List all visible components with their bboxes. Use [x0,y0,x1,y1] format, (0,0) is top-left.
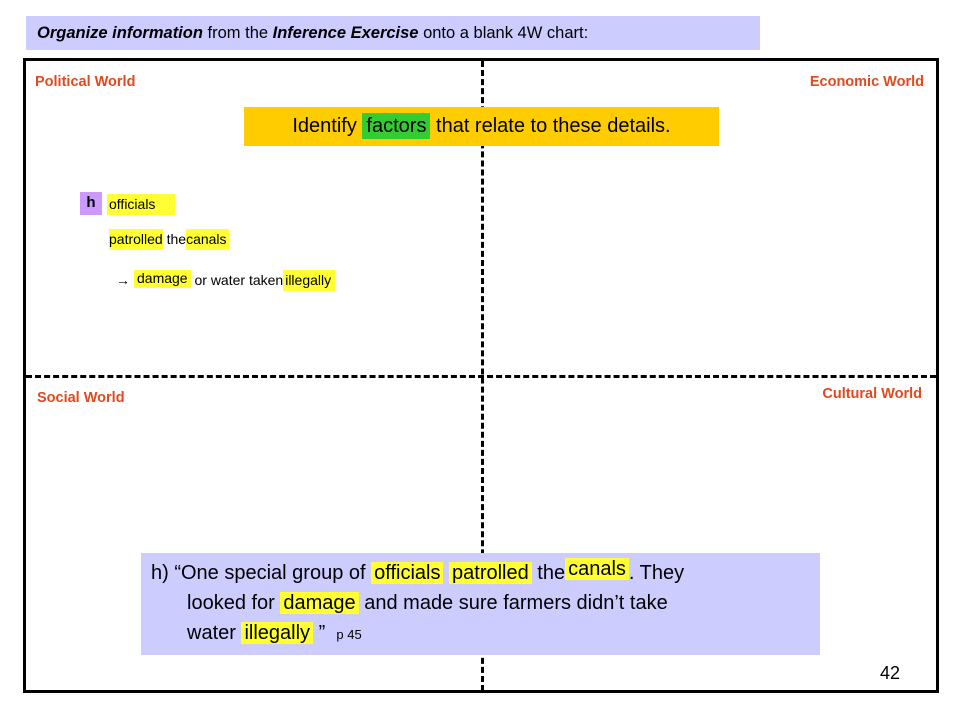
note-the: the [162,231,187,247]
instruction-banner: Organize information from the Inference … [26,16,760,50]
note-or-water-taken: or water taken [190,272,284,288]
note-canals: canals [186,229,229,250]
quote-line-2: looked for damage and made sure farmers … [187,592,668,615]
instruction-text-2: onto a blank 4W chart: [418,24,589,42]
note-officials: officials [107,194,175,215]
instruction-bold-2: Inference Exercise [272,24,419,42]
quote-the: the [537,562,566,584]
quote-box: h) “One special group of officials patro… [141,553,820,655]
banner-highlight: factors [362,113,431,139]
quote-line-3: water illegally ” p 45 [187,622,362,645]
quote-canals: canals [565,558,629,580]
quote-text-3a: water [187,622,242,644]
banner-pre: Identify [292,115,363,137]
quote-text-1a: h) “One special group of [151,562,372,584]
horizontal-divider [26,375,936,378]
arrow-right-icon: → [116,272,130,288]
quote-text-2a: looked for [187,592,281,614]
instruction-text-1: from the [202,24,273,42]
slide-number: 42 [880,663,901,683]
quote-officials: officials [371,562,444,584]
quote-page-ref: p 45 [336,627,362,642]
quadrant-label-social: Social World [37,390,125,406]
instruction-bold-1: Organize information [37,24,203,42]
banner-post: that relate to these details. [430,115,671,137]
quote-text-3b: ” [313,622,326,644]
identify-factors-banner: Identify factors that relate to these de… [244,107,719,146]
quote-line-1: h) “One special group of officials patro… [151,558,685,585]
quadrant-label-cultural: Cultural World [822,386,922,402]
quote-illegally: illegally [241,622,314,644]
quote-text-1b: . They [628,562,685,584]
quote-patrolled: patrolled [449,562,532,584]
four-w-chart-frame [23,58,939,693]
note-line-patrolled: patrolled thecanals [109,229,229,250]
note-damage: damage [134,270,191,288]
note-tag: h [80,192,102,215]
quadrant-label-economic: Economic World [809,74,924,90]
note-illegally: illegally [283,270,336,291]
quadrant-label-political: Political World [35,74,136,90]
note-patrolled: patrolled [109,229,163,250]
quote-text-2b: and made sure farmers didn’t take [358,592,668,614]
quote-damage: damage [280,592,359,614]
